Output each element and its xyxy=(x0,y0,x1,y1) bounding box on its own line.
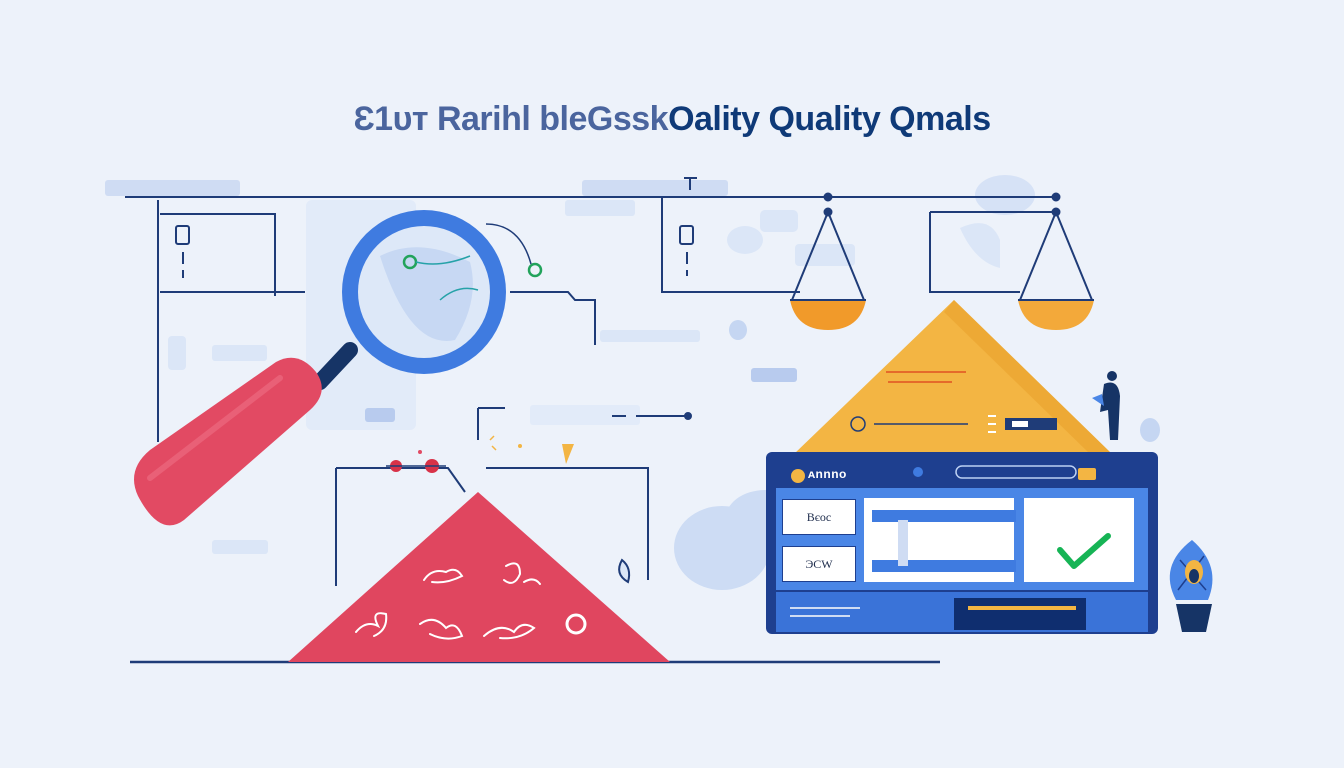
check-icon xyxy=(1057,533,1111,569)
dashboard-window xyxy=(766,452,1158,634)
warning-triangle-icon xyxy=(288,435,670,662)
magnifying-glass-icon xyxy=(134,210,543,526)
roof-triangle xyxy=(794,300,1112,454)
plant-icon xyxy=(1169,540,1213,632)
dashboard-cell-1: Bєoc xyxy=(782,499,856,535)
dashboard-cell-2: ЭCW xyxy=(782,546,856,582)
title-garbled-text: Ɛ1ᴜᴛ Rarihl bleGssk xyxy=(353,100,669,138)
page-title: Ɛ1ᴜᴛ Rarihl bleGsskOality Quality Qmals xyxy=(0,100,1344,139)
title-text: Oality Quality Qmals xyxy=(668,100,991,138)
person-icon xyxy=(1092,371,1120,440)
small-glyphs xyxy=(175,177,1061,584)
balance-scale-icon xyxy=(790,211,1094,330)
window-brand-label: ᴀnnno xyxy=(808,467,847,481)
